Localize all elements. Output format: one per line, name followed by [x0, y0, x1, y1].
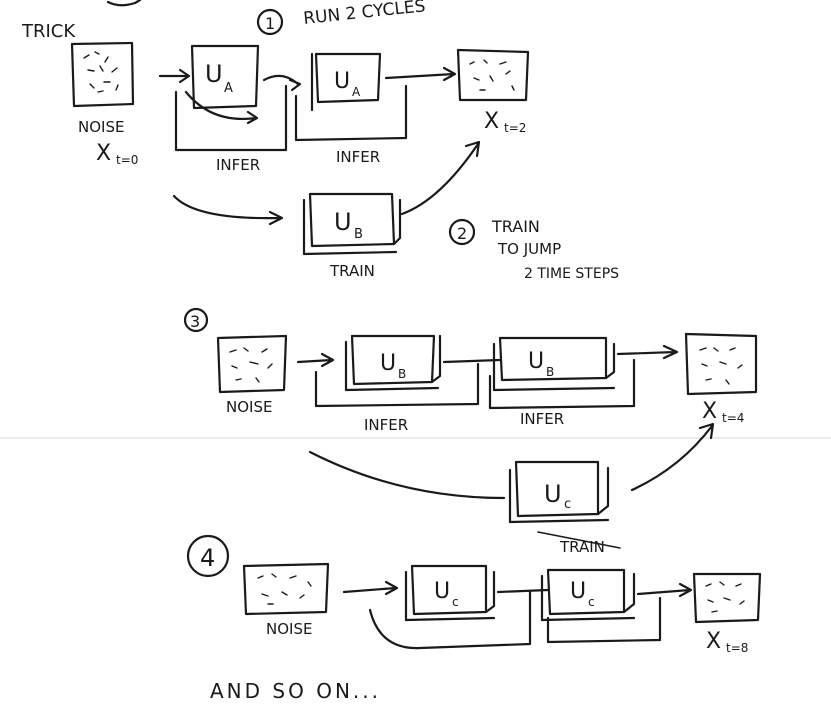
arrow-ub-to-xt2 — [400, 140, 481, 216]
ub-train-letter: U — [334, 208, 352, 236]
noise-label-3: NOISE — [226, 398, 272, 416]
train-underline — [537, 531, 621, 549]
step-2-number: 2 — [457, 224, 467, 243]
uc4a-sub: c — [452, 595, 459, 609]
and-so-on-text: AND SO ON... — [210, 679, 381, 703]
arrow-noise-to-uc1 — [342, 580, 399, 596]
ub3b-letter: U — [528, 349, 544, 374]
connector-ub1-ub2 — [442, 358, 502, 364]
x-t4-sub: t=4 — [722, 411, 744, 425]
infer-label-3a: INFER — [364, 416, 408, 434]
ub-box-train-depth — [302, 198, 402, 256]
ua1-letter: U — [205, 60, 223, 88]
infer-bracket-4b — [546, 596, 662, 644]
step-3-circle — [183, 307, 209, 333]
arrow-ub2-to-xt4 — [616, 344, 679, 360]
x-t0-sub: t=0 — [116, 153, 138, 167]
ub3a-sub: B — [398, 367, 406, 381]
step-1-circle — [256, 8, 284, 36]
uc-box-train-depth — [508, 466, 610, 524]
x-t0-label: X — [96, 141, 111, 166]
uc-box-4b-depth — [540, 572, 636, 622]
arrow-noise-to-ub1 — [296, 352, 335, 368]
noise-label-4: NOISE — [266, 620, 312, 638]
step-4-number: 4 — [200, 544, 215, 572]
trick-label: TRICK — [21, 21, 76, 42]
ua-box-1-curve — [184, 90, 259, 125]
output-box-t2 — [456, 48, 530, 102]
train-label-1: TRAIN — [329, 262, 375, 280]
noise-label-1: NOISE — [78, 118, 124, 136]
arrow-noise-to-uc — [308, 450, 506, 500]
infer-label-2: INFER — [336, 148, 380, 166]
infer-bracket-4a — [368, 590, 532, 650]
uc4b-letter: U — [570, 579, 586, 604]
ua2-letter: U — [334, 69, 350, 94]
x-t4-label: X — [702, 399, 717, 424]
noise-scribbles-t4 — [699, 347, 743, 385]
uc-train-sub: c — [564, 497, 571, 512]
arrow-noise-to-ub — [172, 194, 284, 226]
noise-scribbles-3 — [229, 347, 273, 383]
x-t2-label: X — [484, 109, 499, 134]
x-t8-label: X — [706, 629, 721, 654]
partial-stroke-top — [106, 0, 142, 7]
ua2-sub: A — [352, 85, 361, 99]
infer-bracket-1 — [174, 84, 288, 152]
step-2-line-3: 2 TIME STEPS — [524, 266, 619, 282]
uc-box-4a-depth — [404, 570, 496, 622]
noise-scribbles-t2 — [469, 59, 515, 91]
step-2-line-2: TO JUMP — [497, 240, 561, 258]
noise-scribbles-4 — [257, 573, 312, 605]
infer-label-1: INFER — [216, 156, 260, 174]
ub-box-3a-depth — [344, 334, 442, 392]
noise-box-t0 — [70, 41, 135, 108]
step-1-text: RUN 2 CYCLES — [302, 0, 426, 29]
infer-bracket-3a — [314, 362, 480, 408]
noise-scribbles-t8 — [705, 581, 745, 613]
ub-box-3b-depth — [492, 342, 616, 392]
output-box-t4 — [684, 332, 758, 396]
infer-bracket-3b — [488, 358, 636, 410]
uc4b-sub: c — [588, 595, 595, 609]
connector-uc1-uc2 — [496, 588, 550, 594]
infer-bracket-2 — [294, 84, 408, 142]
ub3b-sub: B — [546, 365, 554, 379]
arrow-ua1-to-ua2 — [262, 74, 302, 92]
arrow-noise-to-ua1 — [158, 68, 191, 84]
output-box-t8 — [692, 572, 762, 624]
noise-box-4 — [242, 562, 330, 616]
step-2-line-1: TRAIN — [491, 217, 540, 236]
step-1-number: 1 — [265, 14, 275, 33]
arrow-uc-to-xt4 — [630, 422, 715, 492]
uc4a-letter: U — [434, 579, 450, 604]
arrow-uc2-to-xt8 — [636, 582, 693, 598]
uc-train-letter: U — [544, 480, 562, 508]
ub-box-train — [308, 192, 396, 248]
arrow-ua2-to-xt2 — [384, 66, 457, 82]
x-t2-sub: t=2 — [504, 121, 526, 135]
step-3-number: 3 — [190, 312, 200, 331]
ua-box-1 — [190, 44, 260, 110]
ub3a-letter: U — [380, 351, 396, 376]
ub-train-sub: B — [354, 227, 363, 242]
noise-box-3 — [216, 334, 288, 394]
step-2-circle — [448, 218, 476, 246]
step-4-circle — [186, 534, 230, 578]
ua1-sub: A — [224, 81, 233, 96]
infer-label-3b: INFER — [520, 410, 564, 428]
x-t8-sub: t=8 — [726, 641, 748, 655]
noise-scribbles-t0 — [83, 51, 119, 93]
ua-box-2 — [314, 52, 382, 104]
